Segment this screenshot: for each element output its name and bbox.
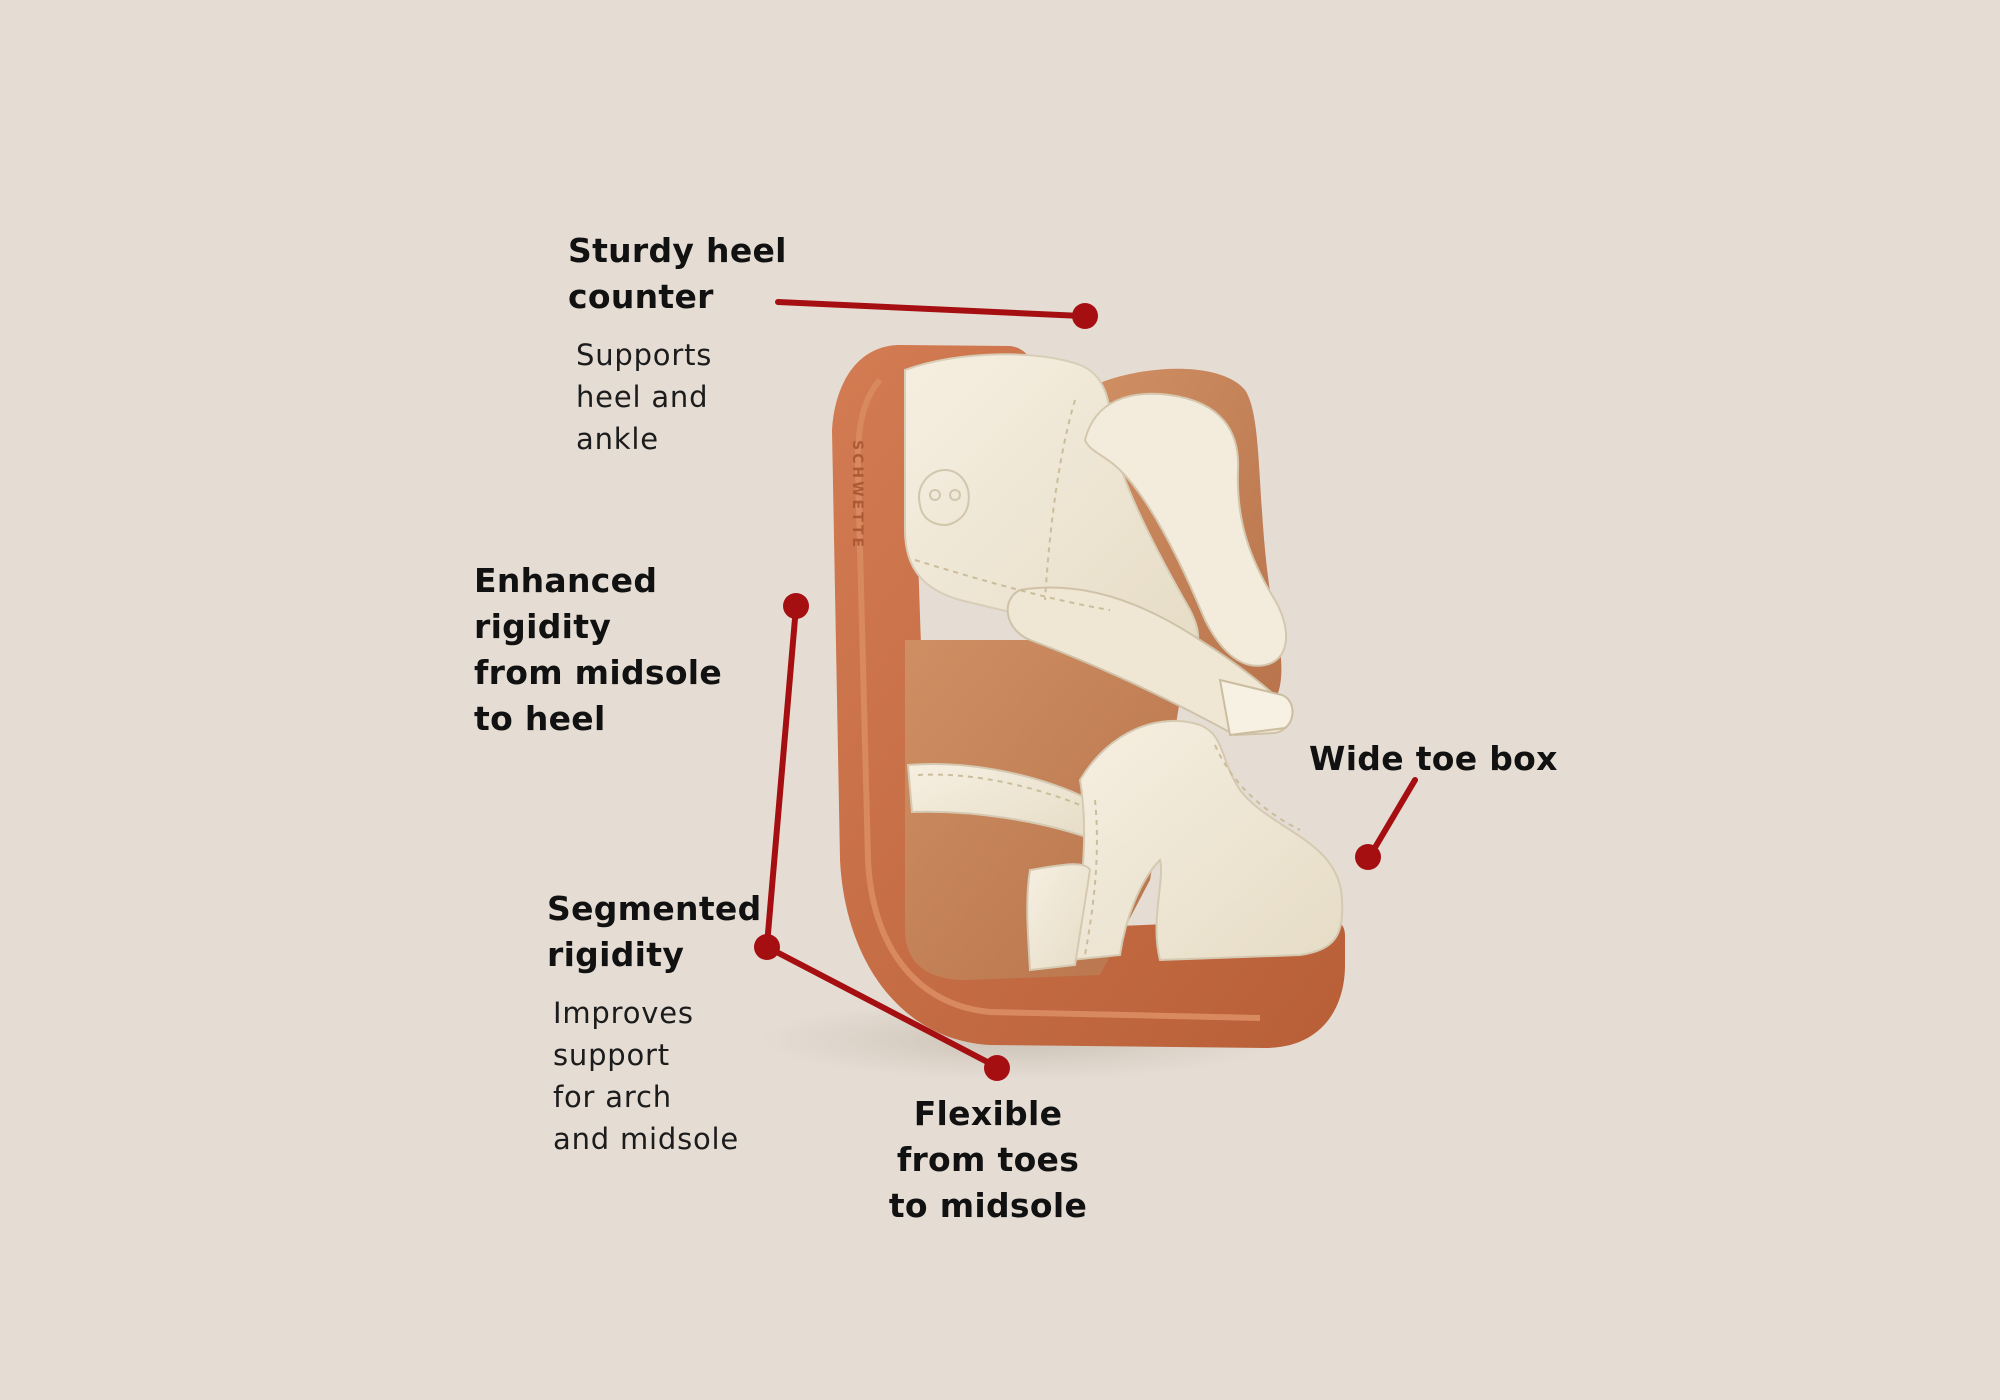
feature-title: Wide toe box <box>1309 739 1558 778</box>
callout-dot-flexible <box>984 1055 1010 1081</box>
upper-heel <box>904 353 1200 655</box>
callout-dot-rigidity <box>783 593 809 619</box>
feature-segmented-rigidity: Segmented rigidity Improves support for … <box>547 886 762 1160</box>
toe-cap <box>1068 719 1344 962</box>
feature-description: Improves support for arch and midsole <box>553 996 740 1156</box>
feature-heel-counter: Sturdy heel counter Supports heel and an… <box>568 228 787 460</box>
feature-enhanced-rigidity: Enhanced rigidity from midsole to heel <box>474 558 722 742</box>
callout-dot-heel <box>1072 303 1098 329</box>
shoe: SCHWETTE <box>832 345 1345 1048</box>
feature-title: Segmented rigidity <box>547 889 762 974</box>
callout-line-toe <box>1367 777 1418 859</box>
feature-wide-toe-box: Wide toe box <box>1309 736 1558 782</box>
velcro-tab <box>1218 678 1294 737</box>
feature-description: Supports heel and ankle <box>576 338 713 456</box>
callout-line-rigidity <box>764 604 799 948</box>
callout-line-heel <box>775 299 1085 319</box>
outsole <box>832 345 1345 1048</box>
heel-collar <box>1083 392 1288 667</box>
owl-logo-icon <box>918 468 970 527</box>
feature-title: Sturdy heel counter <box>568 231 787 316</box>
callout-dot-toe <box>1355 844 1381 870</box>
brand-mark: SCHWETTE <box>849 440 865 550</box>
feature-flexible: Flexible from toes to midsole <box>868 1091 1108 1229</box>
stitching <box>914 399 1301 956</box>
callout-lines <box>754 299 1418 1081</box>
feature-title: Enhanced rigidity from midsole to heel <box>474 561 723 738</box>
lower-strap <box>1026 863 1092 972</box>
feature-title: Flexible from toes to midsole <box>888 1094 1088 1225</box>
callout-line-flexible <box>764 944 1000 1070</box>
sole-edge <box>854 377 1261 1021</box>
